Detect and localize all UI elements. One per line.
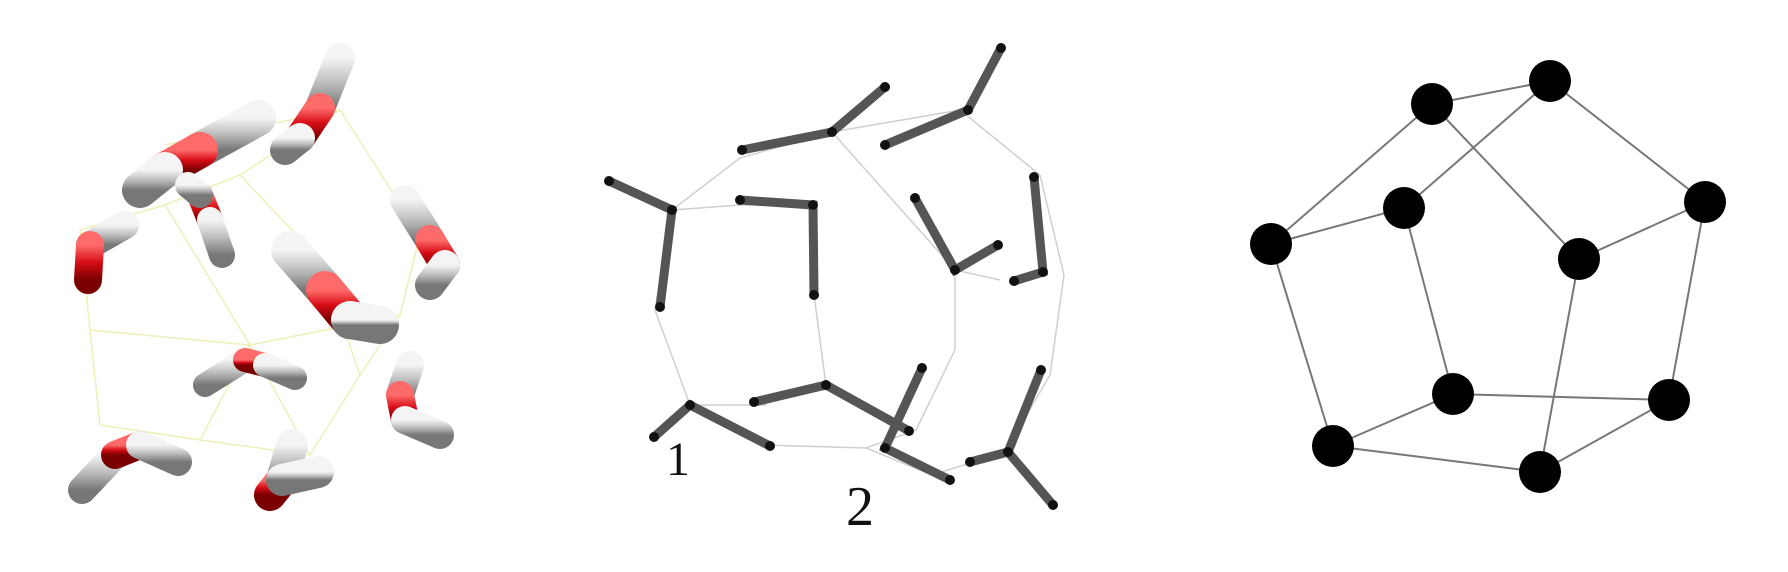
graph-node (1432, 373, 1474, 415)
graph-node (1558, 238, 1600, 280)
hbond-lines (79, 109, 421, 456)
graph-node (1312, 425, 1354, 467)
graph-node (1648, 379, 1690, 421)
graph-node (1684, 181, 1726, 223)
graph-edges (1270, 80, 1706, 473)
graph-node (1411, 83, 1453, 125)
panel-stick-network: 1 2 (560, 0, 1120, 572)
panel-molecules-3d (0, 0, 560, 572)
water-molecules (68, 43, 460, 511)
graph-nodes (1250, 60, 1726, 493)
panel-graph (1160, 0, 1788, 572)
graph-node (1529, 60, 1571, 102)
label-1: 1 (666, 433, 690, 486)
stick-dots (604, 43, 1058, 510)
graph-node (1250, 223, 1292, 265)
stick-network-svg: 1 2 (604, 43, 1065, 538)
graph-node (1519, 451, 1561, 493)
graph-node (1383, 187, 1425, 229)
molecules-3d-svg (68, 43, 460, 511)
label-2: 2 (846, 476, 874, 538)
graph-svg (1250, 60, 1726, 493)
